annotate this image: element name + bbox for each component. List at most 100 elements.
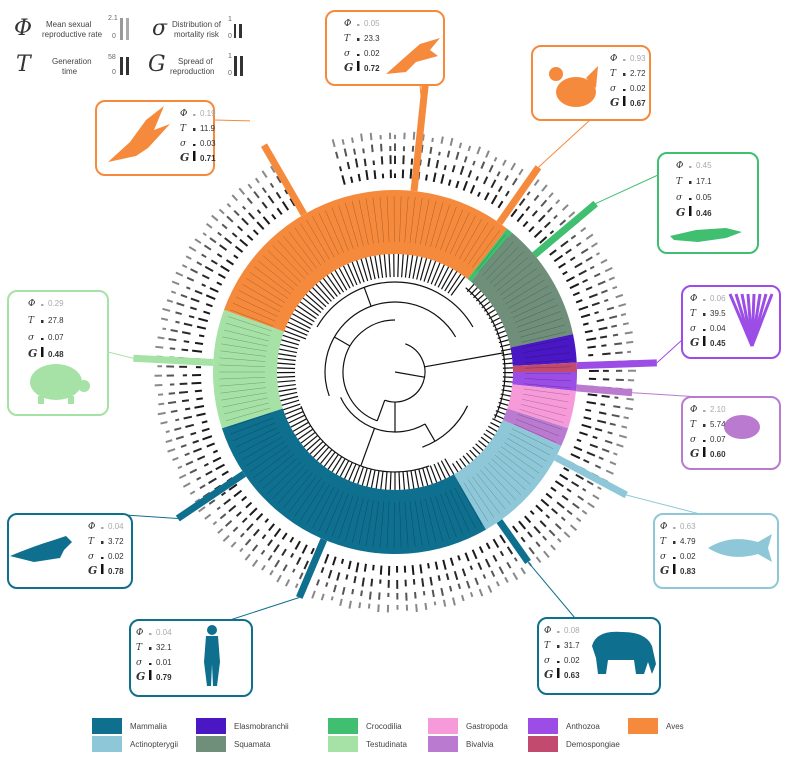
tree-branch [374, 255, 380, 279]
species-label-mark [306, 484, 330, 525]
leader-line [656, 339, 683, 364]
phi-label-1: Mean sexual [46, 20, 92, 29]
trait-bar [467, 170, 473, 178]
trait-bar [206, 442, 215, 448]
trait-bar [497, 200, 504, 209]
species-label-mark [454, 215, 476, 257]
callout-value-bar [149, 670, 152, 680]
trait-bar [581, 509, 588, 515]
species-label-mark [267, 250, 302, 283]
leader-line [107, 351, 134, 359]
trait-bar [443, 164, 447, 171]
trait-bar [587, 502, 595, 509]
species-label-mark [523, 393, 569, 403]
trait-bar [181, 264, 188, 269]
trait-bar [499, 550, 505, 557]
trait-bar [165, 439, 173, 444]
trait-bar [211, 214, 219, 222]
tree-branch [502, 362, 513, 365]
trait-bar [303, 560, 309, 570]
tree-branch [309, 441, 324, 455]
trait-bar [575, 473, 584, 480]
trait-bar [460, 594, 465, 602]
trait-bar [255, 512, 264, 521]
tree-branch [312, 287, 330, 305]
trait-bar [196, 397, 203, 401]
species-label-mark [445, 491, 464, 535]
trait-bar [510, 208, 518, 218]
trait-bar [609, 315, 618, 320]
trait-bar [571, 481, 580, 488]
trait-bar [208, 477, 217, 484]
trait-bar [269, 182, 275, 189]
tree-branch [356, 260, 365, 283]
trait-bar [597, 419, 607, 424]
tree-branch [351, 261, 362, 284]
trait-bar [315, 579, 320, 586]
tree-branch [500, 393, 511, 397]
trait-bar [600, 258, 608, 264]
species-label-mark [235, 427, 278, 448]
tree-branch [492, 321, 503, 327]
tree-branch [344, 462, 353, 479]
trait-bar [478, 588, 484, 597]
species-label-mark [496, 262, 533, 292]
trait-bar [591, 301, 600, 307]
trait-bar [449, 137, 454, 146]
species-label-mark [272, 465, 305, 499]
trait-bar [601, 448, 610, 453]
species-label-mark [227, 412, 272, 428]
species-label-mark [449, 489, 470, 532]
g-symbol: G [148, 52, 166, 77]
species-label-mark [414, 500, 423, 546]
trait-bar [350, 176, 354, 183]
callout-symbol: G [88, 564, 97, 577]
trait-bar [267, 195, 275, 204]
sigma-min: 0 [228, 33, 232, 40]
trait-bar [267, 554, 273, 561]
trait-bar [339, 598, 343, 606]
species-label-mark [224, 402, 269, 415]
trait-bar [233, 254, 239, 260]
tree-branch [375, 470, 380, 489]
trait-bar [184, 407, 191, 411]
callout-leader-lines [107, 84, 701, 621]
trait-bar [204, 265, 214, 273]
species-label-mark [493, 256, 529, 288]
trait-bar [487, 585, 493, 593]
tree-branch [440, 460, 451, 477]
trait-bar [190, 297, 200, 303]
callout-symbol: T [88, 537, 95, 547]
trait-bar [205, 470, 213, 476]
callout-value-bar [673, 541, 676, 544]
trait-bar [463, 156, 468, 163]
trait-bar [373, 170, 377, 180]
callout-value-bar [557, 645, 560, 648]
trait-bar [252, 528, 260, 537]
callout-value-bar [41, 304, 44, 306]
trait-bar [524, 515, 532, 524]
trait-bar [296, 556, 302, 565]
trait-bar [201, 274, 210, 280]
callout-value: 2.10 [710, 405, 726, 414]
trait-bar [442, 559, 447, 570]
tree-branch [292, 421, 309, 432]
trait-bar [611, 413, 620, 418]
tree-branch [369, 256, 376, 280]
trait-bar [168, 337, 177, 342]
species-label-mark [245, 441, 286, 466]
species-label-mark [399, 196, 402, 243]
species-label-mark [232, 303, 276, 322]
trait-bar [421, 134, 425, 141]
legend-label-elasmobranchii: Elasmobranchii [234, 722, 289, 731]
trait-bar [201, 427, 210, 432]
tree-branch [434, 264, 445, 286]
trait-bar [166, 299, 174, 303]
callout-value-bar [673, 564, 676, 574]
trait-bar [455, 180, 460, 189]
tree-branch [297, 305, 317, 320]
trait-bar [518, 168, 524, 176]
trait-bar [568, 211, 576, 218]
